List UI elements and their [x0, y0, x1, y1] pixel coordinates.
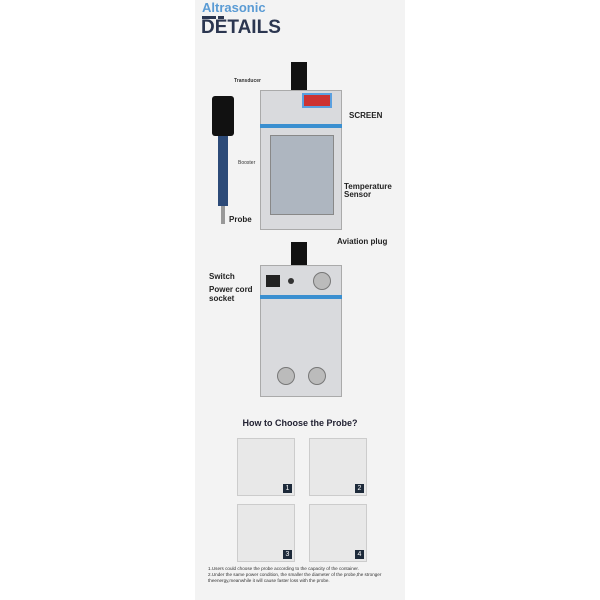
transducer-image [291, 62, 307, 92]
label-switch: Switch [209, 272, 235, 281]
title-accent [202, 16, 216, 19]
photo-number: 2 [355, 484, 364, 493]
vent-icon [308, 367, 326, 385]
page-title: DETAILS [201, 17, 281, 38]
title-accent [218, 16, 224, 19]
vent-icon [313, 272, 331, 290]
photo-number: 4 [355, 550, 364, 559]
label-aviation-plug: Aviation plug [337, 237, 388, 246]
chamber-window [270, 135, 334, 215]
label-transducer: Transducer [234, 78, 261, 84]
label-temperature-sensor: Temperature Sensor [344, 182, 392, 199]
note-1: 1.Users could choose the probe according… [208, 566, 359, 571]
transducer-back [291, 242, 307, 266]
vent-icon [277, 367, 295, 385]
blue-stripe [260, 295, 342, 299]
transducer-handheld [212, 96, 234, 136]
section-title: How to Choose the Probe? [242, 418, 358, 428]
label-probe: Probe [229, 215, 252, 224]
booster-image [218, 136, 228, 206]
probe-photo-2: 2 [309, 438, 367, 496]
power-socket-image [266, 275, 280, 287]
photo-number: 3 [283, 550, 292, 559]
probe-photo-4: 4 [309, 504, 367, 562]
notes: 1.Users could choose the probe according… [208, 566, 400, 584]
label-power-cord-socket: Power cord socket [209, 285, 253, 303]
photo-number: 1 [283, 484, 292, 493]
probe-image [221, 206, 225, 224]
probe-photo-1: 1 [237, 438, 295, 496]
label-screen: SCREEN [349, 111, 383, 120]
label-booster: Booster [238, 160, 256, 166]
brand-logo: Altrasonic [202, 0, 266, 15]
screen-image [302, 93, 332, 108]
probe-photo-3: 3 [237, 504, 295, 562]
note-2: 2.Under the same power condition, the sm… [208, 572, 382, 583]
blue-stripe [260, 124, 342, 128]
aviation-plug-image [288, 278, 294, 284]
